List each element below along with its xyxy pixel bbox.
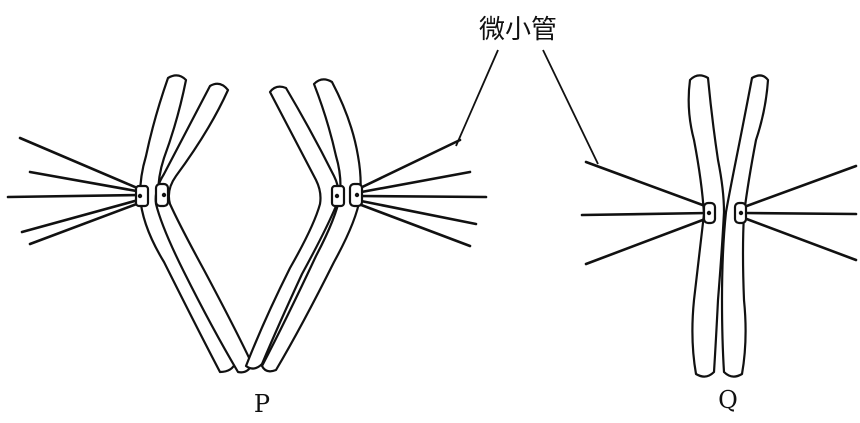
kinetochore-dot bbox=[335, 194, 339, 198]
chromosome-pair-p-right bbox=[246, 79, 361, 371]
chromosome-pair-p-left bbox=[140, 75, 252, 372]
microtubule-line bbox=[586, 162, 708, 207]
microtubules-p-left bbox=[8, 138, 142, 244]
microtubules-p-right bbox=[356, 140, 486, 246]
microtubule-line bbox=[356, 203, 470, 246]
microtubule-line bbox=[356, 200, 476, 224]
microtubules-q-right bbox=[744, 166, 856, 260]
microtubule-line bbox=[356, 196, 486, 197]
kinetochore-dot bbox=[739, 211, 743, 215]
chromatid-q-right bbox=[722, 75, 768, 376]
kinetochore-dot bbox=[355, 193, 359, 197]
microtubule-line bbox=[30, 202, 142, 244]
microtubule-line bbox=[744, 218, 856, 260]
kinetochore-dot bbox=[138, 194, 142, 198]
microtubule-callout: 微小管 bbox=[456, 15, 598, 164]
panel-q bbox=[582, 75, 856, 376]
microtubule-line bbox=[744, 166, 856, 207]
pointer-line-to-q bbox=[543, 50, 598, 164]
chromosome-q bbox=[689, 75, 768, 376]
kinetochore-dot bbox=[162, 193, 166, 197]
microtubule-label: 微小管 bbox=[479, 15, 557, 45]
kinetochore-dot bbox=[707, 211, 711, 215]
pointer-line-to-p bbox=[456, 50, 498, 146]
microtubule-line bbox=[8, 195, 142, 197]
panel-q-label: Q bbox=[718, 386, 738, 414]
microtubule-line bbox=[582, 213, 708, 215]
microtubule-line bbox=[22, 199, 142, 232]
microtubule-line bbox=[586, 218, 708, 264]
chromatid-q-left bbox=[689, 75, 724, 376]
panel-p-label: P bbox=[254, 390, 270, 418]
microtubules-q-left bbox=[582, 162, 708, 264]
microtubule-line bbox=[744, 213, 856, 214]
panel-p bbox=[8, 75, 486, 372]
